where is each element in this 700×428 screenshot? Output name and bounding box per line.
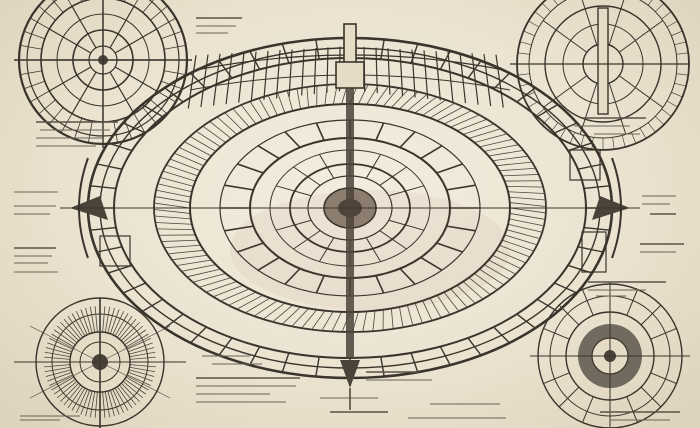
bottom-right-detail-dial <box>530 282 690 428</box>
bottom-left-detail-dial <box>14 297 186 428</box>
main-circular-mechanism <box>60 23 640 410</box>
annotation-top-left <box>196 17 242 34</box>
annotation-right-lower <box>588 243 684 297</box>
annotation-blocks <box>14 17 684 421</box>
annotation-bottom-left <box>20 415 80 421</box>
middle-ring-hatching <box>153 83 547 333</box>
top-left-detail-dial <box>14 0 192 148</box>
shaft-tip <box>340 360 360 388</box>
annotation-bottom-center <box>196 355 506 419</box>
central-shaft <box>346 88 354 358</box>
annotation-right-mid <box>642 195 676 215</box>
annotation-right-upper <box>574 117 646 135</box>
annotation-left-mid <box>14 191 58 215</box>
top-right-detail-dial <box>510 0 690 151</box>
annotation-bottom-right <box>600 411 680 421</box>
annotation-left-lower <box>14 247 58 273</box>
annotation-left-upper <box>36 121 118 147</box>
spindle-top <box>343 23 357 65</box>
